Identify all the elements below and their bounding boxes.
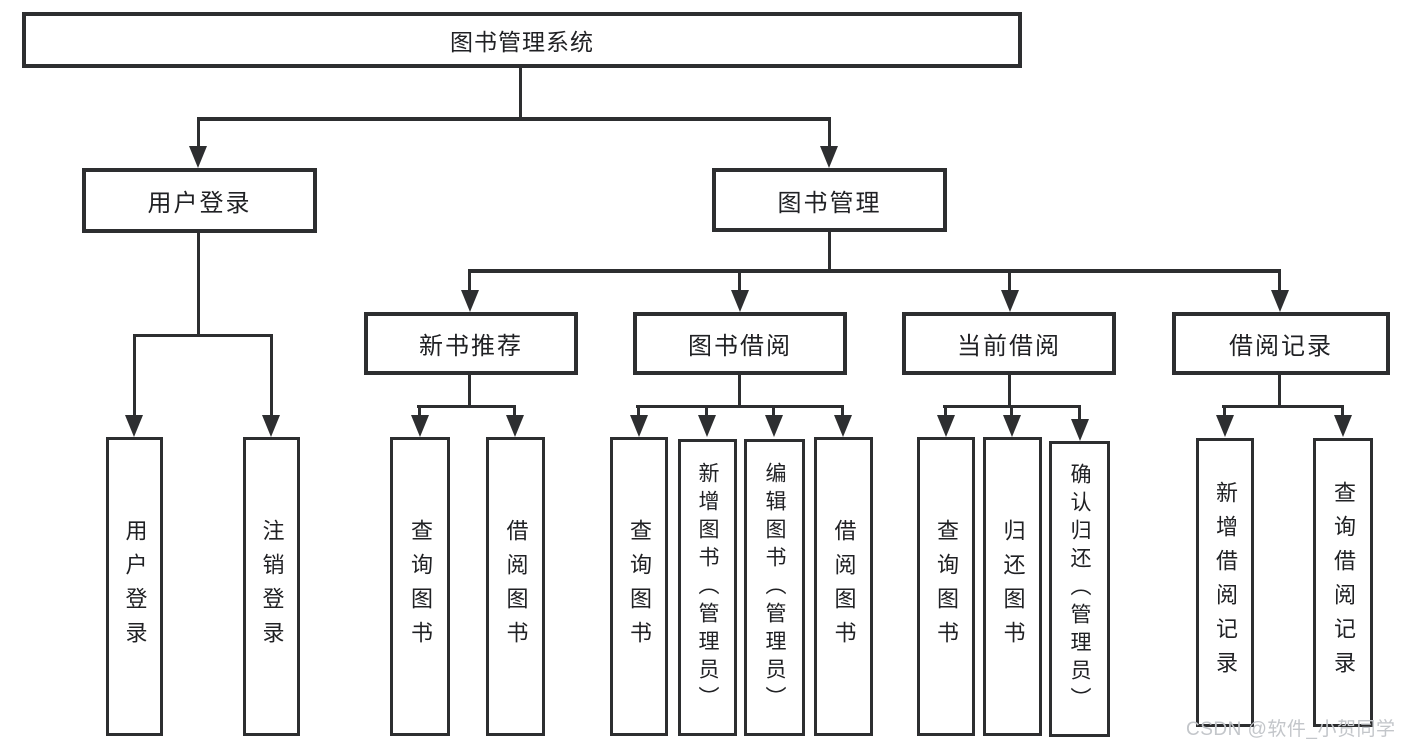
connector-vline: [637, 406, 640, 419]
leaf-label: 编辑图书（管理员）: [763, 461, 786, 714]
connector-vline: [705, 406, 708, 419]
node-label: 用户登录: [147, 190, 252, 217]
connector-vline: [468, 375, 471, 408]
arrow-down-icon: [1216, 415, 1234, 437]
leaf-logout: 注销登录: [243, 437, 300, 736]
connector-vline: [738, 375, 741, 408]
leaf-label: 查询图书: [934, 518, 959, 655]
node-label: 新书推荐: [419, 333, 523, 360]
leaf-label: 查询图书: [627, 518, 652, 655]
connector-hline: [197, 117, 831, 121]
leaf-edit-books-admin: 编辑图书（管理员）: [744, 439, 805, 736]
node-user-login: 用户登录: [82, 168, 317, 233]
arrow-down-icon: [1001, 290, 1019, 312]
connector-hline: [133, 334, 273, 337]
connector-vline: [828, 232, 831, 272]
connector-vline: [1341, 406, 1344, 419]
node-label: 借阅记录: [1229, 333, 1333, 360]
arrow-down-icon: [937, 415, 955, 437]
arrow-down-icon: [630, 415, 648, 437]
connector-vline: [133, 336, 136, 418]
connector-hline: [1222, 405, 1344, 408]
leaf-add-borrow-record: 新增借阅记录: [1196, 438, 1254, 727]
leaf-label: 查询借阅记录: [1331, 480, 1356, 685]
arrow-down-icon: [1334, 415, 1352, 437]
connector-vline: [1278, 272, 1281, 294]
leaf-borrow-books: 借阅图书: [486, 437, 545, 736]
connector-vline: [828, 120, 831, 150]
leaf-label: 借阅图书: [831, 518, 857, 655]
arrow-down-icon: [834, 415, 852, 437]
node-new-book-recommendation: 新书推荐: [364, 312, 578, 375]
leaf-label: 注销登录: [259, 518, 285, 655]
arrow-down-icon: [461, 290, 479, 312]
arrow-down-icon: [125, 415, 143, 437]
connector-vline: [270, 336, 273, 418]
node-label: 图书管理: [777, 189, 882, 217]
connector-vline: [197, 233, 200, 336]
connector-vline: [197, 120, 200, 150]
leaf-user-login: 用户登录: [106, 437, 163, 736]
connector-vline: [1010, 406, 1013, 419]
leaf-borrow-books: 借阅图书: [814, 437, 873, 736]
connector-vline: [513, 406, 516, 419]
node-label: 图书管理系统: [450, 29, 594, 55]
leaf-label: 新增借阅记录: [1213, 480, 1238, 685]
connector-vline: [772, 406, 775, 419]
node-library-management-system: 图书管理系统: [22, 12, 1022, 68]
node-borrowing-records: 借阅记录: [1172, 312, 1390, 375]
node-current-borrowing: 当前借阅: [902, 312, 1116, 375]
arrow-down-icon: [411, 415, 429, 437]
leaf-return-books: 归还图书: [983, 437, 1042, 736]
arrow-down-icon: [820, 146, 838, 168]
connector-vline: [944, 406, 947, 419]
connector-vline: [1008, 375, 1011, 408]
arrow-down-icon: [262, 415, 280, 437]
node-book-management: 图书管理: [712, 168, 947, 232]
leaf-query-borrow-records: 查询借阅记录: [1313, 438, 1373, 727]
arrow-down-icon: [506, 415, 524, 437]
connector-vline: [1223, 406, 1226, 419]
arrow-down-icon: [1271, 290, 1289, 312]
node-label: 图书借阅: [688, 333, 792, 360]
connector-hline: [417, 405, 516, 408]
connector-vline: [418, 406, 421, 419]
connector-vline: [841, 406, 844, 419]
arrow-down-icon: [1071, 419, 1089, 441]
leaf-query-books: 查询图书: [390, 437, 450, 736]
leaf-label: 确认归还（管理员）: [1068, 463, 1091, 715]
node-label: 当前借阅: [957, 333, 1061, 360]
arrow-down-icon: [1003, 415, 1021, 437]
leaf-query-books: 查询图书: [917, 437, 975, 736]
leaf-label: 新增图书（管理员）: [696, 461, 719, 714]
connector-vline: [738, 272, 741, 294]
connector-vline: [1078, 406, 1081, 421]
arrow-down-icon: [189, 146, 207, 168]
leaf-confirm-return-admin: 确认归还（管理员）: [1049, 441, 1110, 737]
connector-hline: [468, 269, 1281, 273]
leaf-label: 借阅图书: [503, 518, 529, 655]
connector-vline: [1278, 375, 1281, 408]
arrow-down-icon: [765, 415, 783, 437]
connector-hline: [636, 405, 844, 408]
leaf-add-books-admin: 新增图书（管理员）: [678, 439, 737, 736]
connector-vline: [468, 272, 471, 294]
connector-vline: [1008, 272, 1011, 294]
leaf-label: 归还图书: [1000, 518, 1026, 655]
node-book-borrowing: 图书借阅: [633, 312, 847, 375]
connector-vline: [519, 66, 522, 118]
arrow-down-icon: [731, 290, 749, 312]
leaf-label: 查询图书: [408, 518, 433, 655]
leaf-query-books: 查询图书: [610, 437, 668, 736]
arrow-down-icon: [698, 415, 716, 437]
csdn-watermark: CSDN @软件_小贺同学: [1186, 719, 1396, 740]
leaf-label: 用户登录: [122, 518, 148, 655]
